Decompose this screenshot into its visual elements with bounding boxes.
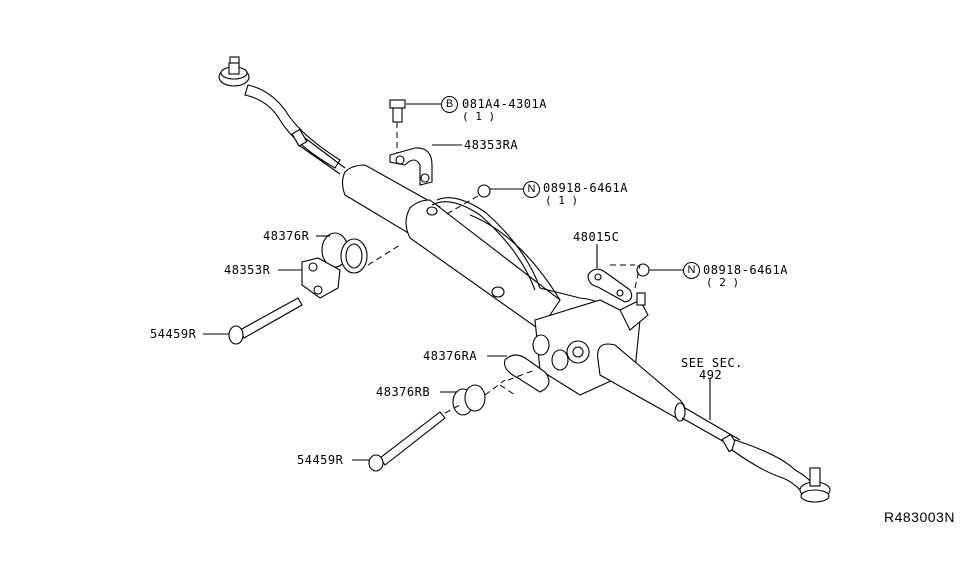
part-label-48015c: 48015C — [573, 230, 620, 244]
part-label-08918-b: 08918-6461A — [703, 263, 788, 277]
part-label-54459r-lower: 54459R — [297, 453, 344, 467]
insulator-48376ra-drawing — [499, 354, 550, 396]
part-label-54459r-upper: 54459R — [150, 327, 197, 341]
part-label-48376rb: 48376RB — [376, 385, 431, 399]
part-label-48353ra: 48353RA — [464, 138, 519, 152]
bracket-48015c-drawing — [587, 263, 650, 303]
nut-1-drawing — [444, 184, 491, 216]
see-section-label: SEE SEC. — [681, 356, 743, 370]
bolt-prefix-badge: B — [441, 96, 458, 113]
part-label-081a4: 081A4-4301A — [462, 97, 547, 111]
bolt-54459r-lower-drawing — [368, 404, 461, 472]
leader-lines — [203, 103, 711, 461]
bolt-081a4-drawing — [389, 99, 433, 186]
right-tie-rod-end — [721, 433, 831, 503]
quantity-08918-b: ( 2 ) — [706, 276, 740, 289]
bolt-54459r-upper-drawing — [228, 297, 303, 345]
left-tie-rod-end — [218, 56, 346, 175]
nut-prefix-badge: N — [523, 181, 540, 198]
quantity-081a4: ( 1 ) — [462, 110, 496, 123]
part-label-48376r: 48376R — [263, 229, 310, 243]
part-label-08918-a: 08918-6461A — [543, 181, 628, 195]
part-label-48353r: 48353R — [224, 263, 271, 277]
diagram-reference-code: R483003N — [884, 509, 955, 525]
part-label-48376ra: 48376RA — [423, 349, 478, 363]
nut-prefix-badge: N — [683, 262, 700, 279]
quantity-08918-a: ( 1 ) — [545, 194, 579, 207]
see-section-number: 492 — [699, 368, 723, 382]
clamp-48353r-drawing — [301, 257, 341, 299]
insulator-48376rb-drawing — [452, 379, 506, 416]
